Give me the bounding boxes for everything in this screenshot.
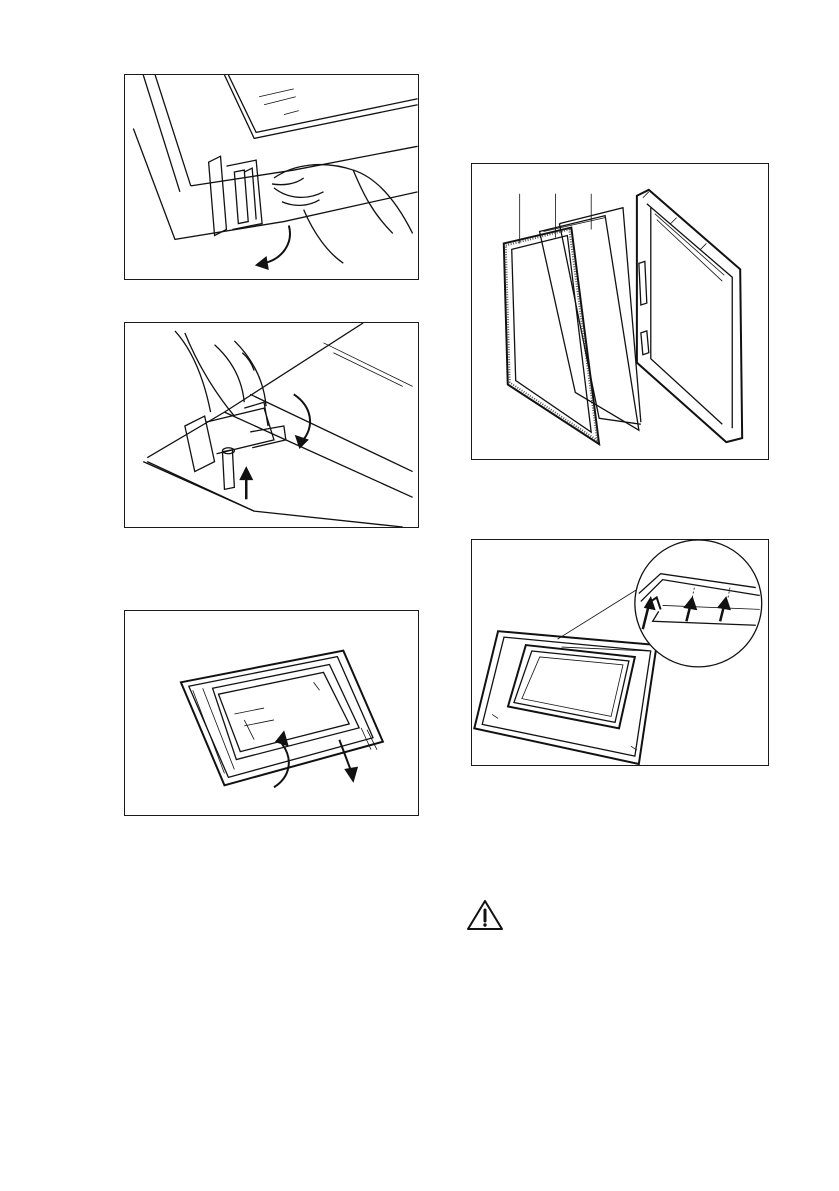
warning-triangle-icon — [466, 899, 504, 931]
figure-panel-insert — [471, 539, 769, 766]
glass-panel-insert-detail-illustration — [472, 540, 768, 765]
figure-hinge-release — [124, 74, 419, 280]
glass-panels-exploded-illustration — [472, 164, 768, 459]
figure-hinge-lock — [124, 322, 419, 528]
door-hinge-release-illustration — [125, 75, 418, 279]
figure-door-panel — [124, 610, 419, 816]
door-hinge-lock-illustration — [125, 323, 418, 527]
figure-glass-panels — [471, 163, 769, 460]
door-panel-lift-illustration — [125, 611, 418, 815]
